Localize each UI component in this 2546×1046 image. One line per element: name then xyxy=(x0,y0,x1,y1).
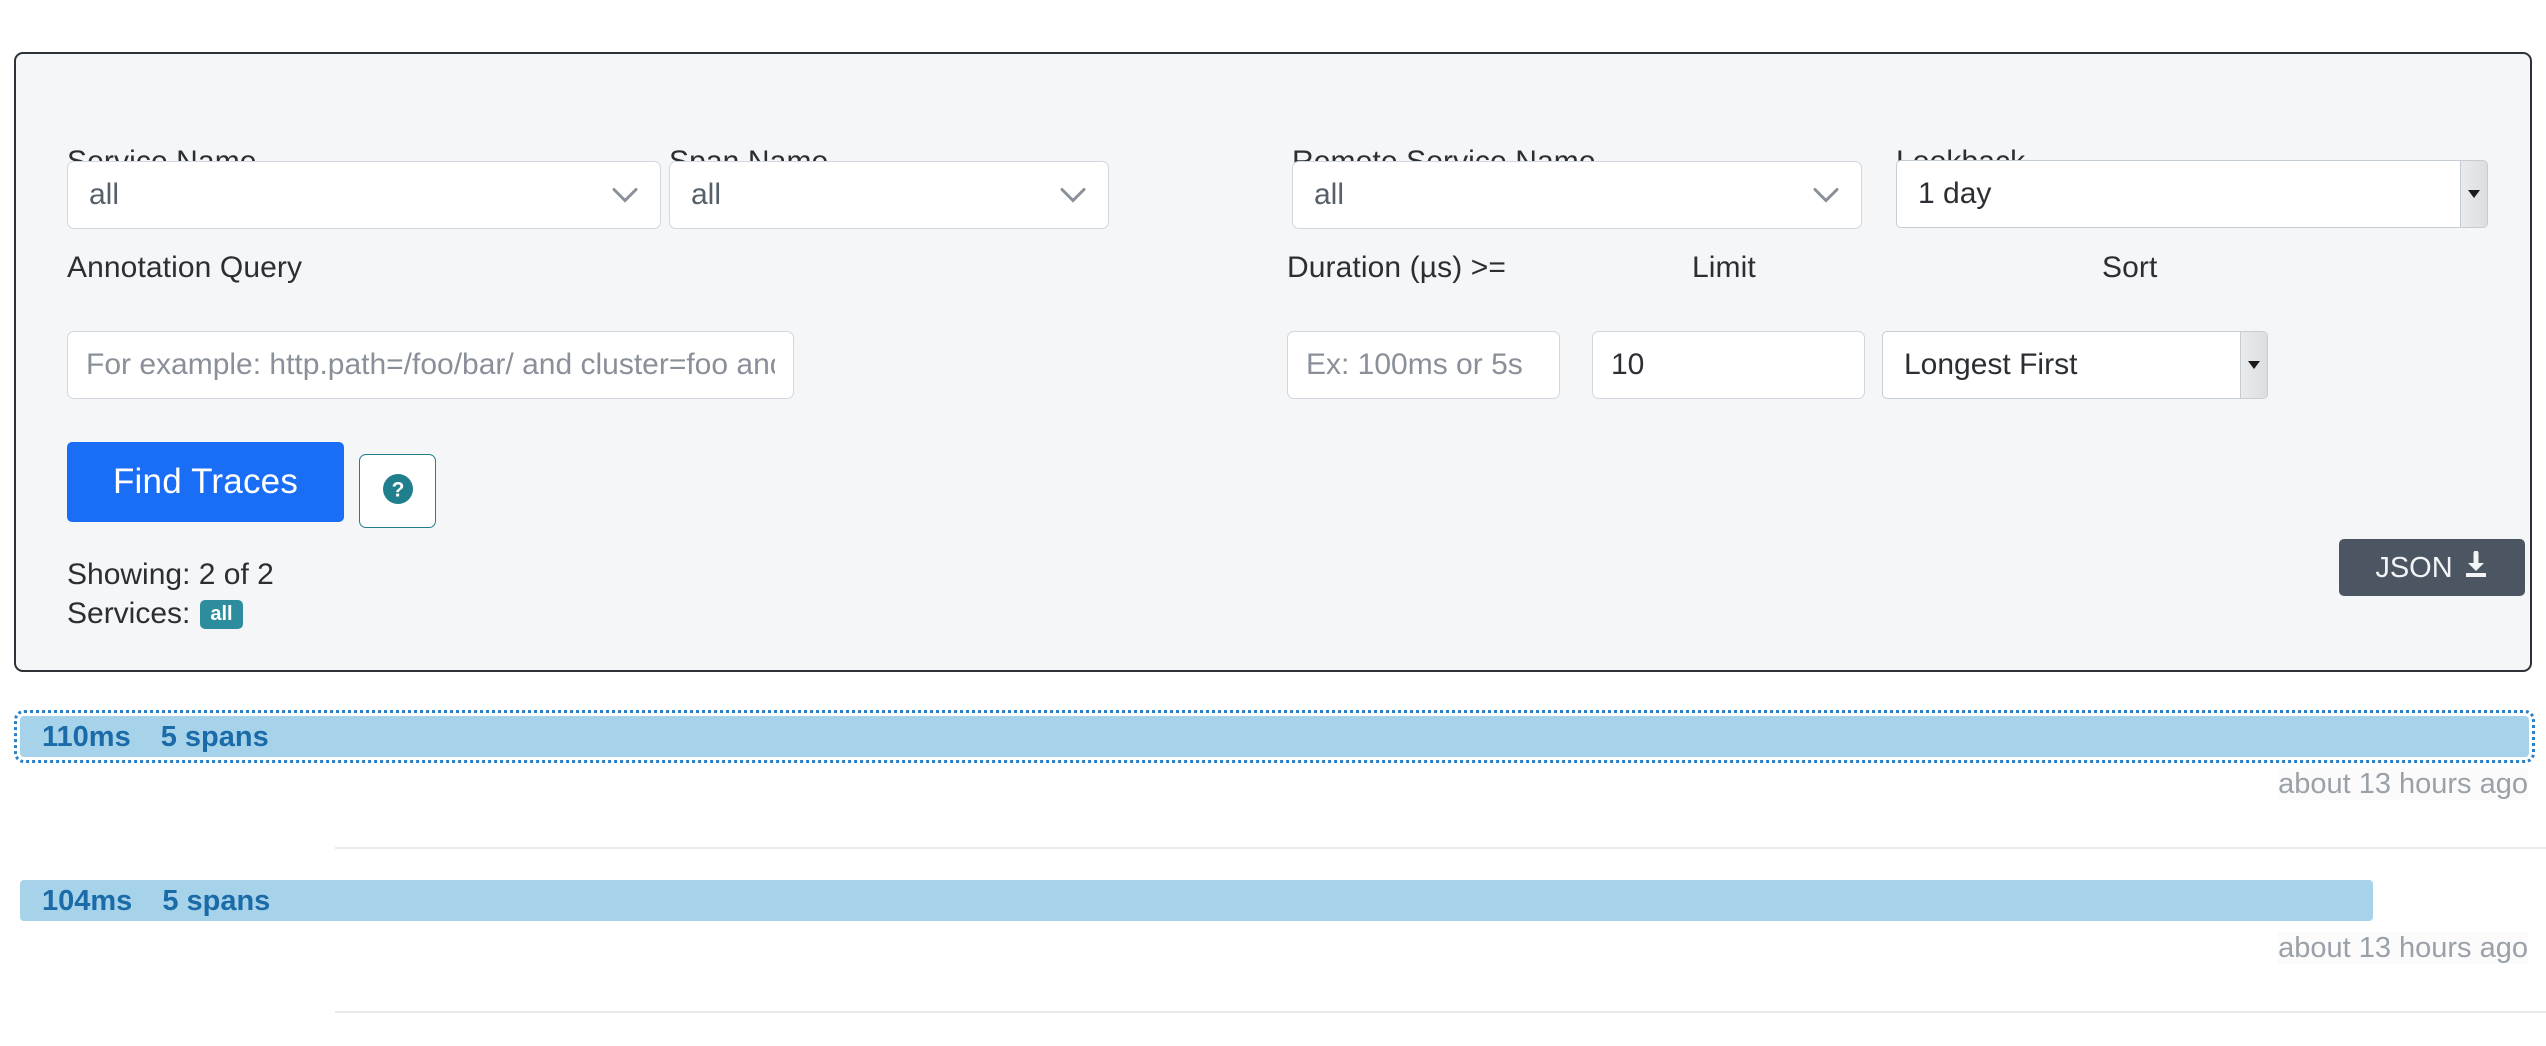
services-label: Services: xyxy=(67,597,191,630)
annotation-query-label: Annotation Query xyxy=(67,251,303,284)
trace-row[interactable]: 110ms 5 spans about 13 hours ago xyxy=(0,710,2546,880)
duration-label: Duration (µs) >= xyxy=(1287,251,1506,284)
limit-label: Limit xyxy=(1692,251,1756,284)
select-dropdown-arrow[interactable] xyxy=(2240,332,2267,398)
svg-text:?: ? xyxy=(391,478,404,501)
select-dropdown-arrow[interactable] xyxy=(2460,161,2487,227)
chevron-down-icon xyxy=(1813,188,1839,203)
download-icon xyxy=(2463,550,2489,584)
search-panel: Service Name Span Name Remote Service Na… xyxy=(14,52,2532,672)
remote-service-name-select[interactable]: all xyxy=(1292,161,1862,229)
duration-input[interactable] xyxy=(1287,331,1560,399)
lookback-value: 1 day xyxy=(1918,177,1992,210)
showing-count-label: Showing: 2 of 2 xyxy=(67,558,274,591)
trace-span-count-label: 5 spans xyxy=(160,720,269,753)
span-name-select[interactable]: all xyxy=(669,161,1109,229)
limit-input[interactable] xyxy=(1592,331,1865,399)
sort-label: Sort xyxy=(2102,251,2158,284)
service-name-value: all xyxy=(89,178,120,211)
lookback-select[interactable]: 1 day xyxy=(1896,160,2488,228)
json-download-label: JSON xyxy=(2375,551,2453,584)
find-traces-button[interactable]: Find Traces xyxy=(67,442,344,522)
trace-divider xyxy=(335,847,2546,849)
showing-count: Showing: 2 of 2 xyxy=(67,558,274,592)
trace-duration-bar[interactable]: 104ms 5 spans xyxy=(20,880,2373,921)
chevron-down-icon xyxy=(1060,188,1086,203)
json-download-button[interactable]: JSON xyxy=(2339,539,2525,596)
question-circle-icon: ? xyxy=(380,471,416,512)
service-badge-all[interactable]: all xyxy=(200,599,243,629)
trace-divider xyxy=(335,1011,2546,1013)
trace-duration-label: 104ms xyxy=(42,884,133,917)
sort-value: Longest First xyxy=(1904,348,2078,381)
trace-span-count-label: 5 spans xyxy=(162,884,271,917)
trace-duration-label: 110ms xyxy=(42,720,131,753)
trace-duration-bar[interactable]: 110ms 5 spans xyxy=(14,710,2535,763)
span-name-value: all xyxy=(691,178,722,211)
trace-timestamp: about 13 hours ago xyxy=(2278,768,2528,800)
annotation-query-input[interactable] xyxy=(67,331,794,399)
sort-select[interactable]: Longest First xyxy=(1882,331,2268,399)
services-summary: Services: all xyxy=(67,597,243,631)
trace-row[interactable]: 104ms 5 spans about 13 hours ago xyxy=(0,880,2546,1044)
remote-service-name-value: all xyxy=(1314,178,1345,211)
chevron-down-icon xyxy=(612,188,638,203)
service-name-select[interactable]: all xyxy=(67,161,661,229)
help-button[interactable]: ? xyxy=(359,454,436,528)
trace-timestamp: about 13 hours ago xyxy=(2278,932,2528,964)
